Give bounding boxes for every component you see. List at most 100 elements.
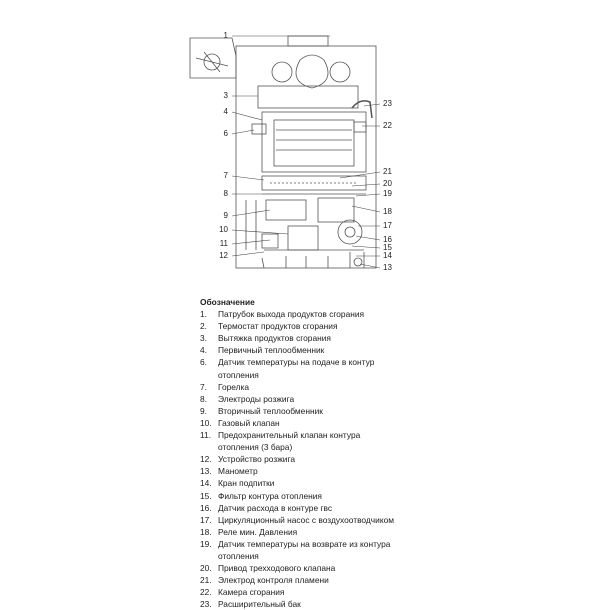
legend-item: 7. Горелка — [200, 381, 440, 393]
legend-item-text: Газовый клапан — [218, 417, 280, 428]
callout-13: 13 — [383, 263, 392, 272]
legend-item-text: отопления (3 бара) — [218, 442, 293, 453]
callout-19: 19 — [383, 189, 392, 198]
legend-item-number: 10. — [200, 417, 212, 428]
legend-item: 19. Датчик температуры на возврате из кон… — [200, 538, 440, 550]
legend-item-text: отопления — [218, 550, 259, 561]
legend-item: 1. Патрубок выхода продуктов сгорания — [200, 308, 440, 320]
callout-23: 23 — [383, 99, 392, 108]
legend-item-text: Вторичный теплообменник — [218, 405, 323, 416]
legend-item-text: Термостат продуктов сгорания — [218, 321, 338, 332]
legend-item-number: 8. — [200, 393, 207, 404]
legend-item-text: Предохранительный клапан контура — [218, 430, 361, 441]
callout-15: 15 — [383, 243, 392, 252]
fan-right — [329, 61, 351, 83]
legend-item-number: 3. — [200, 333, 207, 344]
legend-item: 23. Расширительный бак — [200, 598, 440, 610]
legend-item-text: отопления — [218, 369, 259, 380]
legend-item-number: 19. — [200, 538, 212, 549]
callout-16: 16 — [383, 235, 392, 244]
callout-6: 6 — [224, 129, 229, 138]
fan-left — [271, 61, 293, 83]
legend-item-number: 16. — [200, 502, 212, 513]
legend-item-number: 20. — [200, 563, 212, 574]
legend-item: 16. Датчик расхода в контуре гвс — [200, 502, 440, 514]
boiler-diagram: 1 3 4 6 7 8 9 10 11 12 23 22 21 20 19 18… — [189, 31, 392, 272]
legend-item-text: Кран подпитки — [218, 478, 275, 489]
callout-4: 4 — [224, 107, 229, 116]
callout-22: 22 — [383, 121, 392, 130]
legend-item: 14. Кран подпитки — [200, 477, 440, 489]
legend-item-text: Датчик расхода в контуре гвс — [218, 502, 333, 513]
legend-item-text: Циркуляционный насос с воздухоотводчиком — [218, 514, 395, 525]
legend-item: 9. Вторичный теплообменник — [200, 405, 440, 417]
legend-item: 15.Фильтр контура отопления — [200, 490, 440, 502]
legend-item-text: Привод трехходового клапана — [218, 563, 336, 574]
legend-item-number: 4. — [200, 345, 207, 356]
callout-8: 8 — [224, 189, 229, 198]
legend-item-number: 23. — [200, 599, 212, 610]
combustion-chamber — [261, 111, 367, 173]
callout-11: 11 — [220, 239, 229, 248]
legend-item: отопления — [200, 550, 440, 562]
gas-valve — [287, 225, 319, 251]
legend-item-number: 7. — [200, 381, 207, 392]
legend-item-number: 13. — [200, 466, 212, 477]
callout-9: 9 — [224, 211, 229, 220]
legend-item-number: 9. — [200, 405, 207, 416]
legend-item: 21.Электрод контроля пламени — [200, 574, 440, 586]
callout-10: 10 — [219, 225, 228, 234]
callout-7: 7 — [224, 171, 229, 180]
legend-item-number: 12. — [200, 454, 212, 465]
legend-item-number: 18. — [200, 526, 212, 537]
legend-item-text: Горелка — [218, 381, 250, 392]
legend-item-text: Реле мин. Давления — [218, 526, 298, 537]
legend-item: 20. Привод трехходового клапана — [200, 562, 440, 574]
legend-item-number: 15. — [200, 490, 212, 501]
legend-item-number: 14. — [200, 478, 212, 489]
expansion-tank — [351, 100, 373, 119]
legend-item: 2. Термостат продуктов сгорания — [200, 320, 440, 332]
callout-18: 18 — [383, 207, 392, 216]
legend-item: 13.Манометр — [200, 465, 440, 477]
diverter-valve — [317, 197, 355, 223]
callout-3: 3 — [224, 91, 229, 100]
callout-20: 20 — [383, 179, 392, 188]
boiler-casing — [235, 45, 377, 269]
legend-item-text: Вытяжка продуктов сгорания — [218, 333, 331, 344]
legend: Обозначение 1.Патрубок выхода продуктов … — [200, 296, 440, 610]
flue-thermostat — [203, 53, 221, 71]
legend-item: 3. Вытяжка продуктов сгорания — [200, 332, 440, 344]
legend-item-number: 6. — [200, 357, 207, 368]
callout-1: 1 — [224, 31, 229, 40]
legend-item: 17. Циркуляционный насос с воздухоотводчи… — [200, 514, 440, 526]
callout-14: 14 — [383, 251, 392, 260]
legend-item-number — [200, 550, 218, 562]
legend-item-number: 2. — [200, 321, 207, 332]
legend-item: 22.Камера сгорания — [200, 586, 440, 598]
legend-item: 12. Устройство розжига — [200, 453, 440, 465]
secondary-exchanger — [265, 199, 307, 221]
legend-item-number: 1. — [200, 309, 207, 320]
legend-item-number: 17. — [200, 514, 212, 525]
callout-17: 17 — [383, 221, 392, 230]
pump — [337, 219, 363, 245]
legend-item-text: Устройство розжига — [218, 454, 296, 465]
flow-sensor — [251, 123, 267, 135]
legend-item-text: Электрод контроля пламени — [218, 575, 329, 586]
legend-item-text: Расширительный бак — [218, 599, 301, 610]
legend-item: 10. Газовый клапан — [200, 417, 440, 429]
fan-hood — [295, 54, 329, 89]
legend-item-text: Камера сгорания — [218, 587, 285, 598]
manometer — [353, 257, 363, 267]
legend-item-text: Электроды розжига — [218, 393, 295, 404]
legend-item-text: Датчик температуры на возврате из контур… — [218, 538, 391, 549]
legend-item-text: Патрубок выхода продуктов сгорания — [218, 309, 365, 320]
heat-exchanger — [273, 119, 355, 167]
ignition-device — [261, 233, 279, 249]
legend-item: 6.Датчик температуры на подаче в контур — [200, 356, 440, 368]
legend-item: 18. Реле мин. Давления — [200, 526, 440, 538]
burner — [261, 175, 367, 191]
legend-item: 11.Предохранительный клапан контура — [200, 429, 440, 441]
legend-item: 8. Электроды розжига — [200, 393, 440, 405]
